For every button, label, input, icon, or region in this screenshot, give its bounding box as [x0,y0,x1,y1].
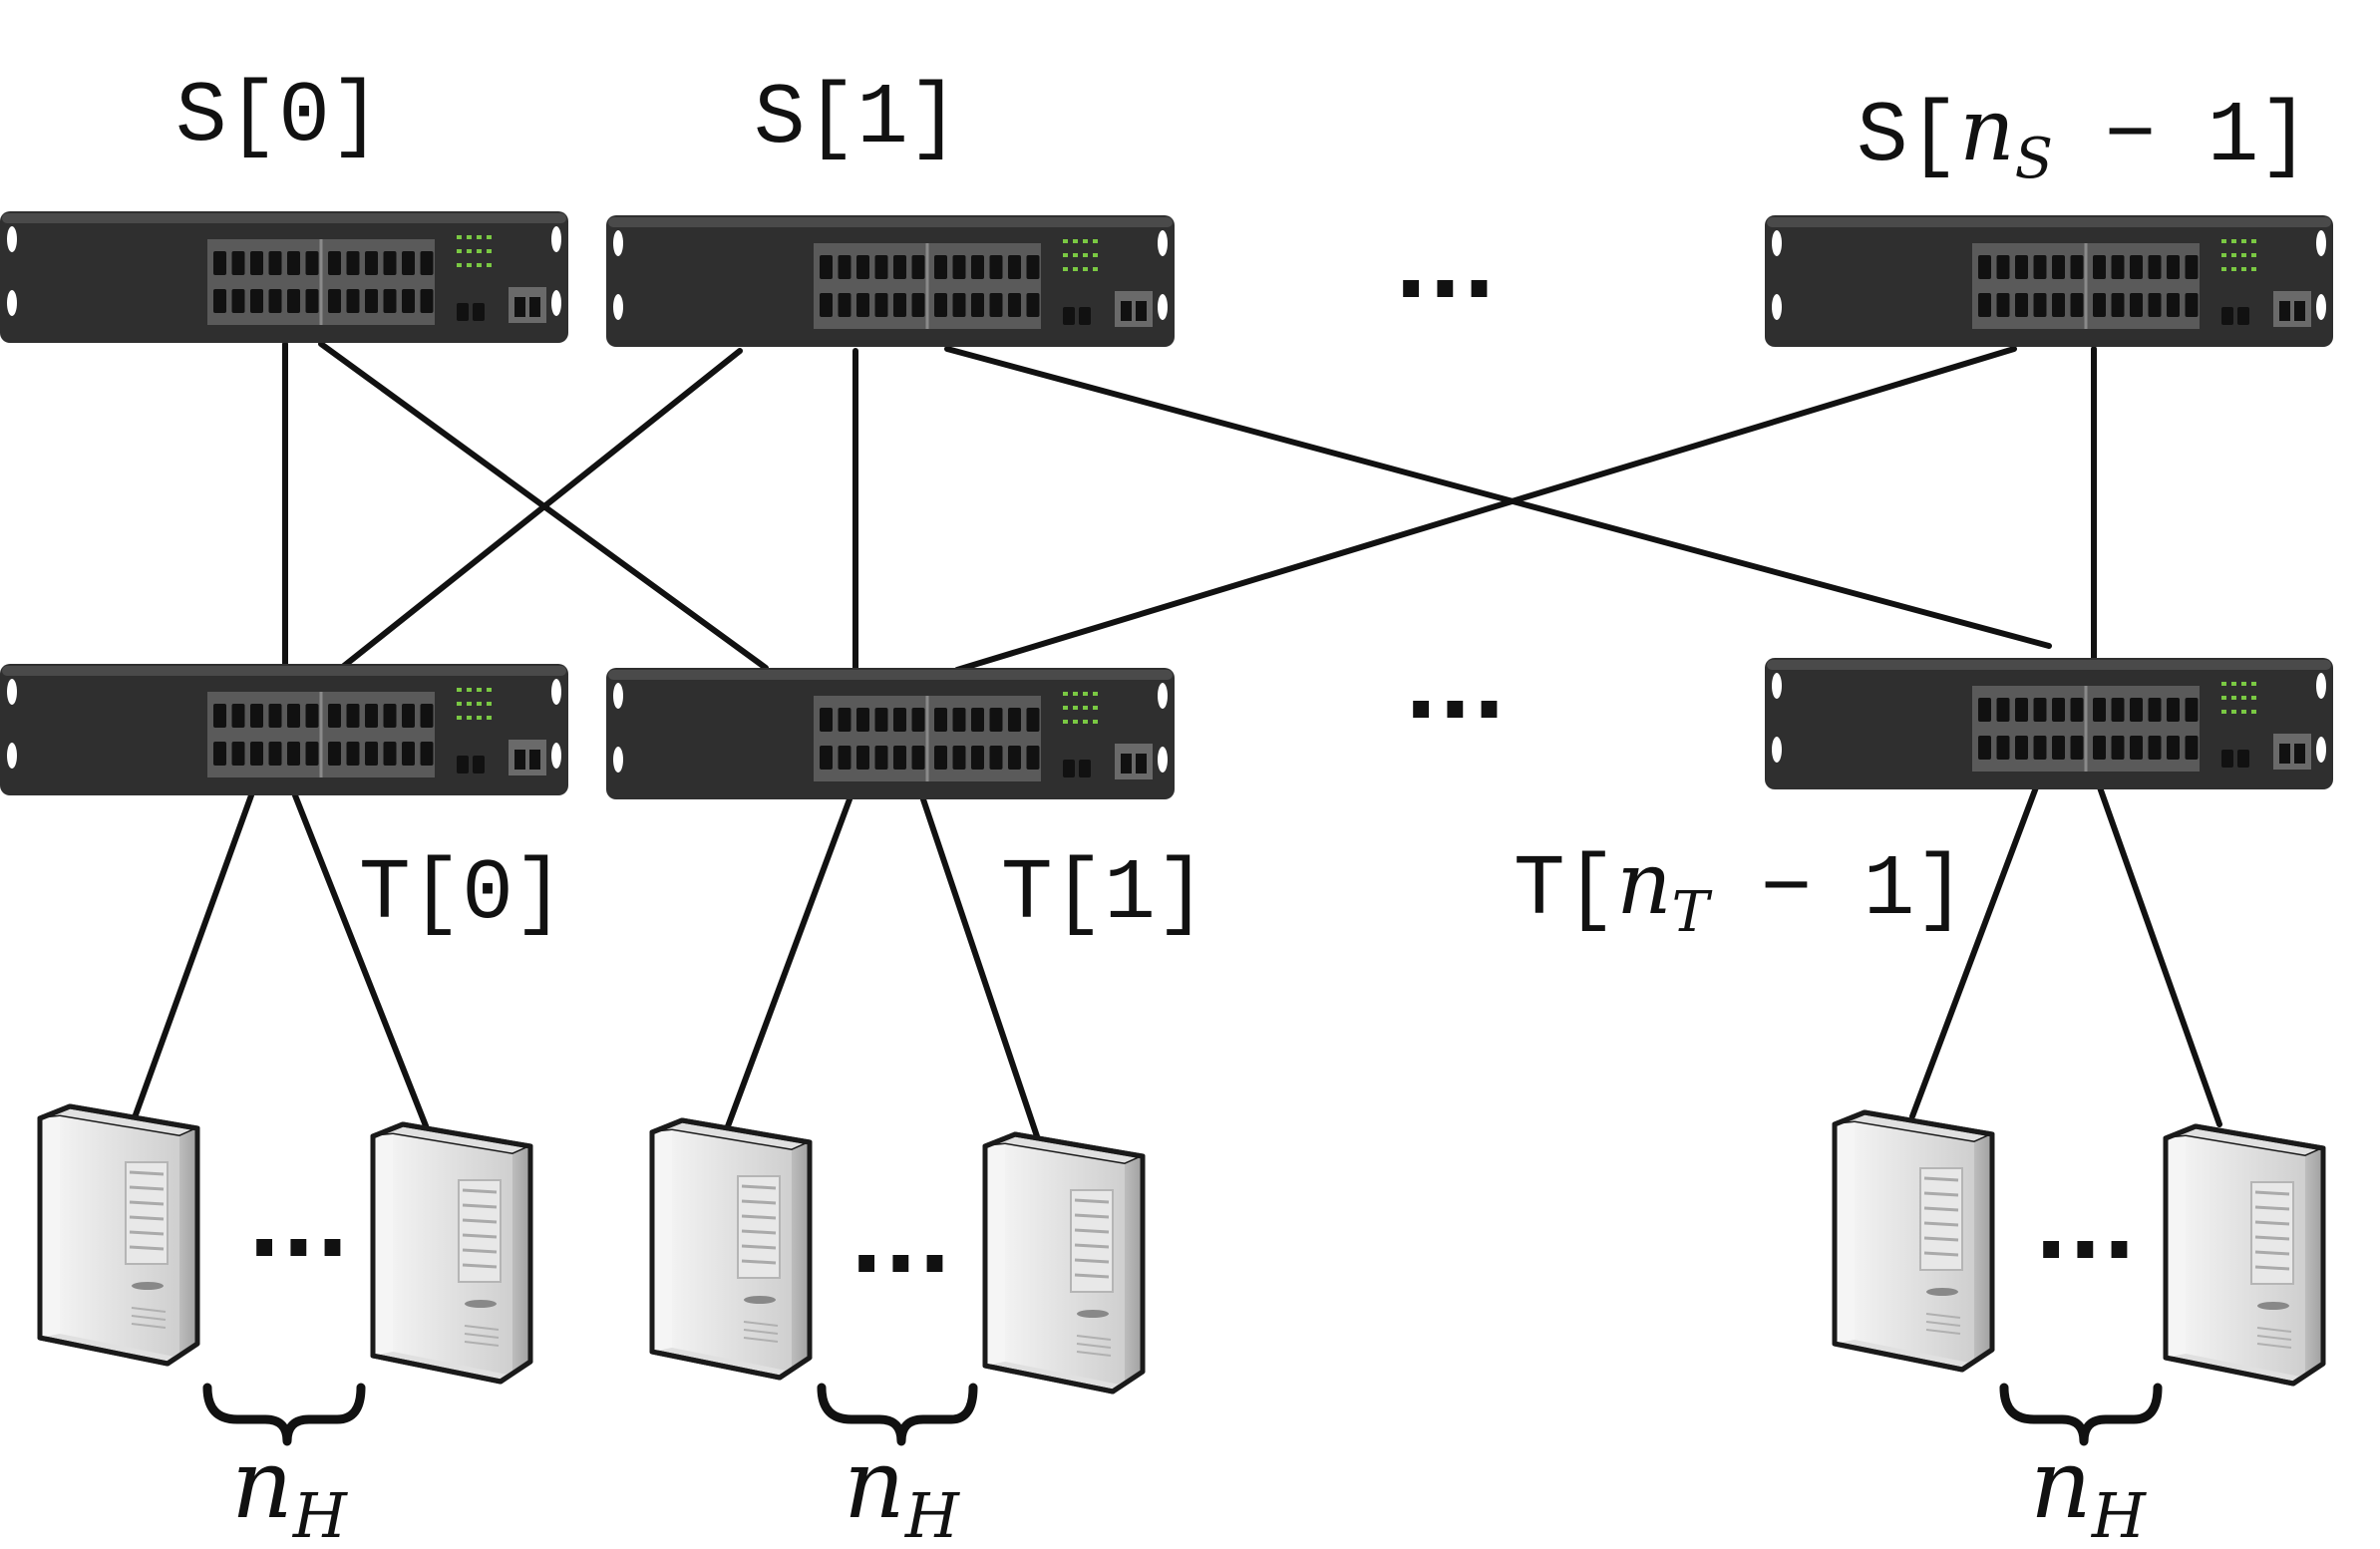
host-count-label-last: nH [2030,1428,2148,1549]
tor-switch-1 [606,668,1175,799]
host-server-tlast-a [1832,1109,1995,1373]
hosts-ellipsis-1: ... [850,1189,952,1294]
link-tlast-host-b [2097,784,2222,1127]
link-s1-tlast [944,346,2052,649]
host-server-t1-a [649,1117,813,1381]
spine-ellipsis: ... [1394,214,1497,319]
host-server-t0-a [37,1103,200,1367]
hosts-ellipsis-last: ... [2034,1175,2137,1280]
link-slast-t1 [954,346,2017,673]
spine-label-1: S[1] [754,70,959,167]
tor-ellipsis: ... [1404,635,1507,740]
spine-label-0: S[0] [175,68,381,165]
spine-tor-links [282,341,2097,673]
tor-switch-last [1765,658,2333,789]
tor-host-links [131,784,2222,1139]
tor-switch-0 [0,664,568,795]
tor-label-0: T[0] [359,845,564,943]
servers [37,1103,2326,1394]
link-t1-host-b [920,796,1040,1139]
link-tlast-host-a [1909,784,2039,1119]
host-count-label-0: nH [231,1428,349,1549]
spine-label-last: S[nS − 1] [1857,81,2310,191]
spine-switch-1 [606,215,1175,347]
hosts-ellipsis-0: ... [247,1173,350,1278]
link-t0-host-b [292,792,430,1131]
host-group-braces [202,1383,2163,1446]
host-server-tlast-b [2163,1123,2326,1387]
brace-1 [817,1383,978,1446]
spine-switch-0 [0,211,568,343]
link-t1-host-a [725,796,852,1129]
host-server-t1-b [982,1131,1146,1394]
host-count-label-1: nH [844,1428,961,1549]
tor-label-1: T[1] [1001,845,1206,943]
spine-switch-last [1765,215,2333,347]
link-s1-t0 [336,348,743,673]
brace-last [1999,1383,2163,1446]
switches [0,211,2333,799]
host-server-t0-b [370,1121,533,1385]
link-t0-host-a [131,792,254,1123]
brace-0 [202,1383,366,1446]
tor-label-last: T[nT − 1] [1514,834,1966,945]
